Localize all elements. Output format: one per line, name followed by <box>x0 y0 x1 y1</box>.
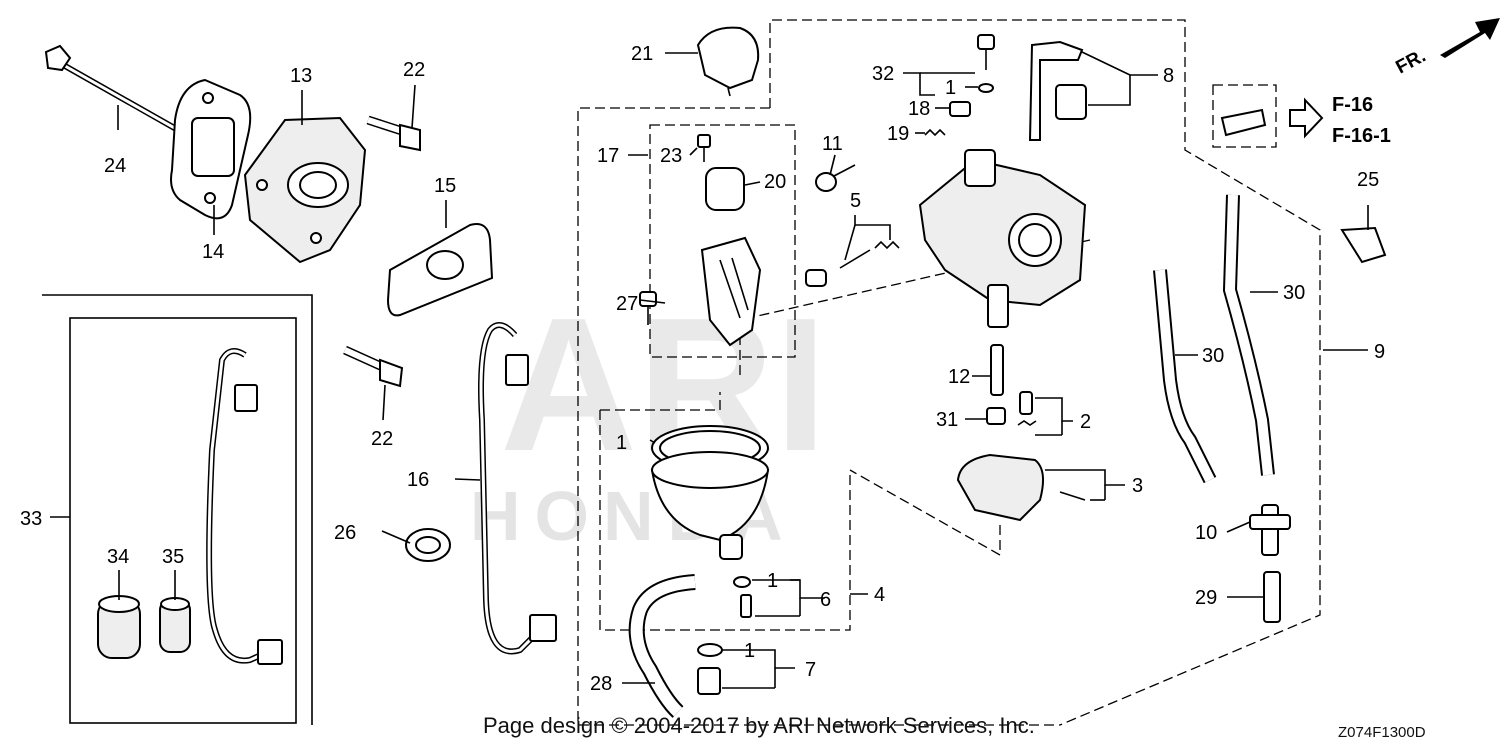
part-26-clamp <box>405 528 451 562</box>
callout-7: 7 <box>805 659 816 681</box>
callout-23: 23 <box>660 145 682 167</box>
part-6-drain-screw <box>733 576 752 618</box>
part-7-drain-bolt <box>697 643 723 695</box>
callout-27: 27 <box>616 293 638 315</box>
callout-19: 19 <box>887 123 909 145</box>
callout-6: 6 <box>820 589 831 611</box>
part-12-jet <box>990 344 1004 396</box>
callout-5: 5 <box>850 190 861 212</box>
part-28-drain-tube <box>628 574 696 718</box>
callout-2: 2 <box>1080 411 1091 433</box>
part-32-screw <box>977 34 995 93</box>
callout-30-right: 30 <box>1283 282 1305 304</box>
callout-35: 35 <box>162 546 184 568</box>
part-22-bolt-upper <box>366 115 421 152</box>
callout-32: 32 <box>872 63 894 85</box>
part-31-jet <box>986 407 1006 425</box>
copyright-footer: Page design © 2004-2017 by ARI Network S… <box>483 713 1035 738</box>
reference-arrow <box>1289 97 1324 139</box>
callout-4: 4 <box>874 584 885 606</box>
callout-25: 25 <box>1357 169 1379 191</box>
part-24-bolt <box>44 44 180 133</box>
callout-17: 17 <box>597 145 619 167</box>
ref-f16: F-16 <box>1332 94 1373 116</box>
callout-20: 20 <box>764 171 786 193</box>
part-21-cap <box>696 26 760 97</box>
part-19-spring <box>924 128 946 137</box>
callout-28: 28 <box>590 673 612 695</box>
part-22-bolt-lower <box>343 345 404 388</box>
part-35-core <box>159 597 191 653</box>
callout-13: 13 <box>290 65 312 87</box>
callout-1-top: 1 <box>945 77 956 99</box>
callout-22-lower: 22 <box>371 428 393 450</box>
callout-26: 26 <box>334 522 356 544</box>
part-13-insulator <box>243 116 367 264</box>
fr-label: FR. <box>1392 46 1429 79</box>
callout-1-bowl: 1 <box>616 432 627 454</box>
part-20-solenoid <box>700 167 762 347</box>
part-11-screw <box>815 164 856 192</box>
part-16-wire-harness <box>478 322 557 655</box>
part-3-float <box>956 453 1086 522</box>
part-14-gasket <box>170 78 252 220</box>
part-23-screw <box>697 134 711 162</box>
part-2-float-valve <box>1017 391 1037 426</box>
front-direction-indicator: FR. <box>1392 18 1500 78</box>
callout-24: 24 <box>104 155 126 177</box>
callout-30-left: 30 <box>1202 345 1224 367</box>
callout-21: 21 <box>631 43 653 65</box>
callout-1-bolt: 1 <box>744 640 755 662</box>
callout-33: 33 <box>20 508 42 530</box>
part-33-wire-harness <box>206 348 283 665</box>
callout-16: 16 <box>407 469 429 491</box>
part-18-clip <box>949 101 971 117</box>
callout-29: 29 <box>1195 587 1217 609</box>
callout-8: 8 <box>1163 65 1174 87</box>
part-4-float-bowl <box>650 451 770 560</box>
callout-3: 3 <box>1132 475 1143 497</box>
part-5-pilot-screw <box>805 240 900 287</box>
part-10-tee-joint <box>1249 504 1291 556</box>
part-30-fuel-tube-right <box>1222 194 1275 476</box>
carburetor-body <box>918 149 1087 328</box>
part-34-core <box>97 595 141 659</box>
callout-31: 31 <box>936 409 958 431</box>
callout-18: 18 <box>908 98 930 120</box>
diagram-code: Z074F1300D <box>1338 724 1426 741</box>
part-30-fuel-tube-left <box>1153 269 1217 484</box>
callout-9: 9 <box>1374 341 1385 363</box>
part-25-clip <box>1340 226 1387 264</box>
callout-11: 11 <box>822 133 843 155</box>
callout-12: 12 <box>948 366 970 388</box>
callout-labels: 24 14 13 22 15 22 21 17 23 20 27 26 16 1… <box>20 43 1385 695</box>
callout-22-upper: 22 <box>403 59 425 81</box>
part-15-plate <box>386 223 494 317</box>
leader-lines <box>50 51 1369 689</box>
callout-15: 15 <box>434 175 456 197</box>
callout-10: 10 <box>1195 522 1217 544</box>
part-29-short-tube <box>1263 571 1281 623</box>
part-27-screw <box>639 291 657 325</box>
callout-1-drain: 1 <box>767 570 778 592</box>
f16-reference-tube <box>1220 108 1267 137</box>
inset-box <box>42 294 313 725</box>
ref-f16-1: F-16-1 <box>1332 125 1391 147</box>
callout-14: 14 <box>202 241 224 263</box>
callout-34: 34 <box>107 546 129 568</box>
part-8-choke-lever <box>1028 40 1087 141</box>
